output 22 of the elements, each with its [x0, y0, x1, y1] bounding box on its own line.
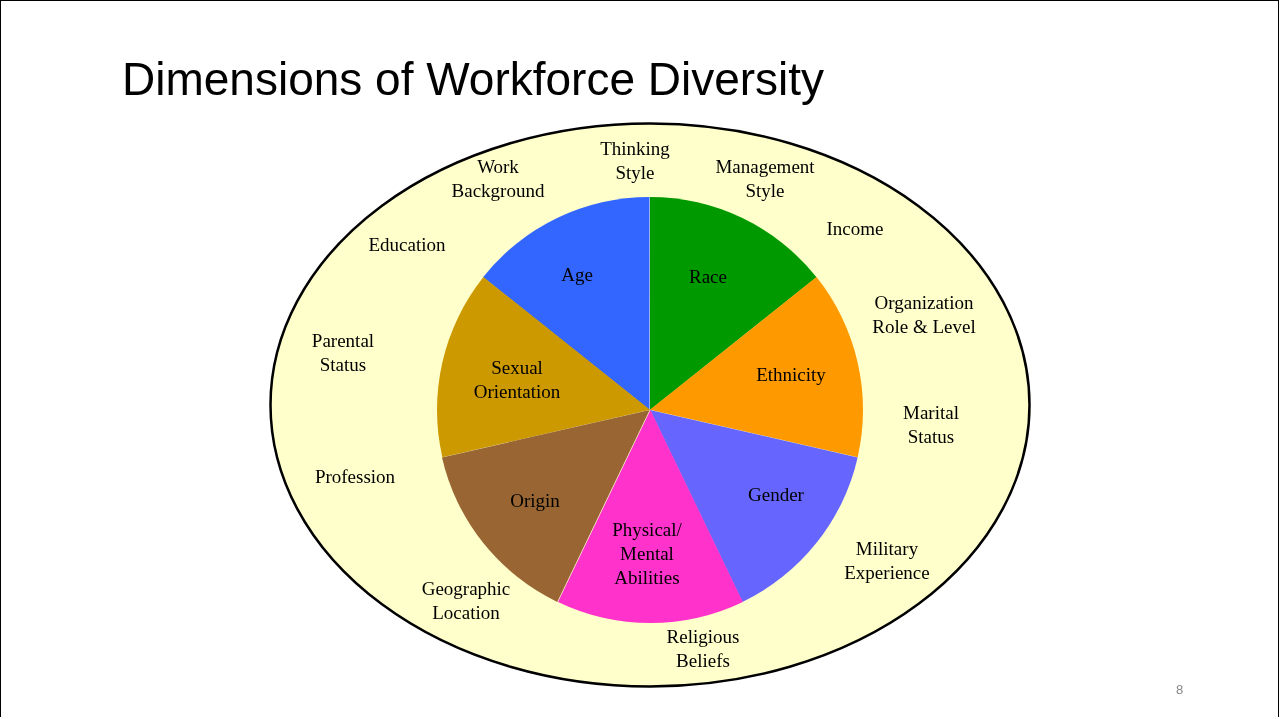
- dimension-label: Income: [825, 217, 885, 241]
- dimension-label: Marital Status: [902, 401, 960, 449]
- dimension-label: Race: [688, 265, 728, 289]
- dimension-label: Organization Role & Level: [871, 291, 977, 339]
- page-number: 8: [1176, 682, 1184, 697]
- dimension-label: Ethnicity: [755, 363, 827, 387]
- dimension-label: Parental Status: [310, 329, 376, 377]
- dimension-label: Management Style: [714, 155, 816, 203]
- dimension-label: Thinking Style: [599, 137, 671, 185]
- dimension-label: Origin: [509, 489, 561, 513]
- dimension-label: Profession: [313, 465, 397, 489]
- dimension-label: Geographic Location: [420, 577, 512, 625]
- slide-title: Dimensions of Workforce Diversity: [122, 52, 825, 106]
- dimension-label: Education: [367, 233, 447, 257]
- outer-ellipse: [269, 122, 1031, 688]
- dimension-label: Age: [560, 263, 594, 287]
- dimension-label: Sexual Orientation: [472, 356, 562, 404]
- dimension-label: Gender: [747, 483, 805, 507]
- dimension-label: Physical/ Mental Abilities: [611, 518, 683, 590]
- dimension-label: Religious Beliefs: [665, 625, 741, 673]
- dimension-label: Military Experience: [843, 537, 931, 585]
- dimension-label: Work Background: [450, 155, 546, 203]
